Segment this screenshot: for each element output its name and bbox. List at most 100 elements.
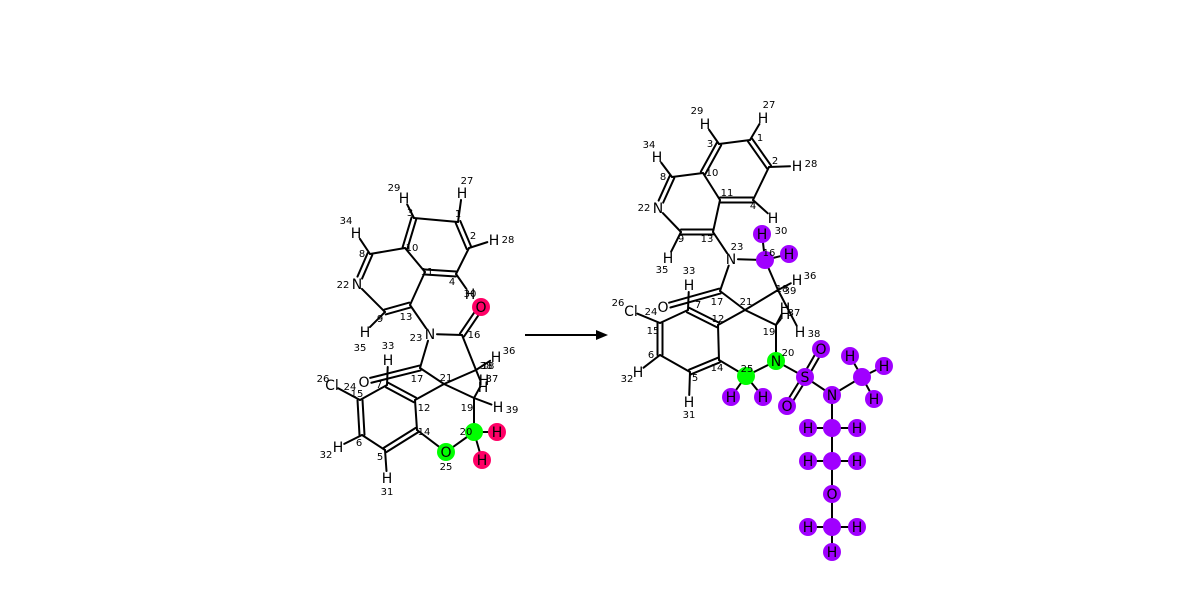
single-bond xyxy=(688,371,691,397)
atom-index: 9 xyxy=(377,314,383,325)
single-bond xyxy=(636,312,661,324)
double-bond xyxy=(370,369,422,384)
atom-index: 22 xyxy=(638,203,651,214)
atom-label-h: H xyxy=(465,287,476,303)
single-bond xyxy=(369,247,406,255)
double-bond xyxy=(704,144,723,176)
double-bond xyxy=(387,381,418,399)
double-bond xyxy=(401,216,413,249)
single-bond xyxy=(406,203,415,219)
atom-label-h: H xyxy=(663,251,674,267)
atom-index: 21 xyxy=(440,373,453,384)
atom-index: 27 xyxy=(461,176,474,187)
atom-index: 20 xyxy=(460,427,473,438)
single-bond xyxy=(712,231,729,255)
double-bond xyxy=(746,140,768,170)
single-bond xyxy=(386,365,389,386)
single-bond xyxy=(419,339,430,369)
double-bond xyxy=(689,361,721,376)
atom-index: 30 xyxy=(775,226,788,237)
atom-label-h: H xyxy=(803,520,814,536)
atom-label-h: H xyxy=(852,520,863,536)
atom-label-h: H xyxy=(768,211,779,227)
atom-label-n: N xyxy=(425,327,435,343)
single-bond xyxy=(719,290,746,311)
single-bond xyxy=(752,166,770,201)
atom-label-h: H xyxy=(803,421,814,437)
atom-highlight-purple xyxy=(812,340,830,358)
atom-index: 14 xyxy=(711,363,724,374)
atom-label-h: H xyxy=(795,325,806,341)
atom-label-h: H xyxy=(492,425,503,441)
atom-index: 39 xyxy=(784,286,797,297)
atom-index: 11 xyxy=(721,188,734,199)
single-bond xyxy=(777,289,798,327)
atom-label-h: H xyxy=(780,307,791,323)
atom-label-h: H xyxy=(780,301,791,317)
atom-index: 27 xyxy=(763,100,776,111)
single-bond xyxy=(659,309,689,324)
atom-index: 31 xyxy=(381,487,394,498)
atom-highlight-red xyxy=(472,298,490,316)
double-bond xyxy=(699,141,718,173)
atom-label-h: H xyxy=(478,380,489,396)
atom-index: 17 xyxy=(711,297,724,308)
atom-highlight-purple xyxy=(823,518,841,536)
double-bond xyxy=(384,386,415,404)
atom-index: 8 xyxy=(359,249,365,260)
atom-label-h: H xyxy=(792,273,803,289)
double-bond xyxy=(406,217,418,250)
atom-label-h: H xyxy=(845,349,856,365)
atom-index: 5 xyxy=(377,452,383,463)
atom-label-h: H xyxy=(360,325,371,341)
double-bond xyxy=(459,220,473,249)
atom-label-o: O xyxy=(826,487,837,503)
atom-highlight-purple xyxy=(722,388,740,406)
single-bond xyxy=(777,282,792,291)
single-bond xyxy=(435,333,463,336)
atom-label-h: H xyxy=(493,400,504,416)
single-bond xyxy=(358,237,371,255)
single-bond xyxy=(384,449,388,473)
atom-index: 25 xyxy=(741,364,754,375)
atom-index: 10 xyxy=(406,243,419,254)
atom-highlight-purple xyxy=(823,485,841,503)
single-bond xyxy=(455,247,470,275)
double-bond xyxy=(805,352,817,371)
atom-index: 3 xyxy=(707,139,713,150)
atom-highlight-purple xyxy=(823,543,841,561)
single-bond xyxy=(752,199,769,215)
atom-index: 24 xyxy=(344,382,357,393)
atom-index: 16 xyxy=(763,248,776,259)
atom-highlight-purple xyxy=(799,419,817,437)
reaction-arrow xyxy=(525,330,608,340)
atom-highlight-purple xyxy=(799,518,817,536)
double-bond xyxy=(454,221,468,250)
atom-index: 31 xyxy=(683,410,696,421)
single-bond xyxy=(443,369,477,385)
atom-highlight-purple xyxy=(848,419,866,437)
atom-index: 3 xyxy=(407,208,413,219)
single-bond xyxy=(419,367,445,385)
atom-highlight-purple xyxy=(796,368,814,386)
atom-label-o: O xyxy=(440,445,451,461)
atom-label-h: H xyxy=(758,111,769,127)
atom-highlight-purple xyxy=(823,386,841,404)
double-bond xyxy=(685,311,718,329)
double-bond xyxy=(662,177,676,204)
atom-index: 13 xyxy=(400,312,413,323)
atom-label-h: H xyxy=(633,365,644,381)
single-bond xyxy=(708,128,720,145)
atom-label-h: H xyxy=(869,392,880,408)
atom-index: 32 xyxy=(320,450,333,461)
atom-index: 4 xyxy=(449,277,455,288)
single-bond xyxy=(359,384,388,401)
atom-index: 14 xyxy=(418,427,431,438)
atom-index: 26 xyxy=(317,374,330,385)
single-bond xyxy=(781,363,800,375)
single-bond xyxy=(368,311,386,329)
product-bonds xyxy=(636,123,879,546)
double-bond xyxy=(657,174,671,202)
atom-index: 17 xyxy=(411,374,424,385)
double-bond xyxy=(751,137,773,167)
